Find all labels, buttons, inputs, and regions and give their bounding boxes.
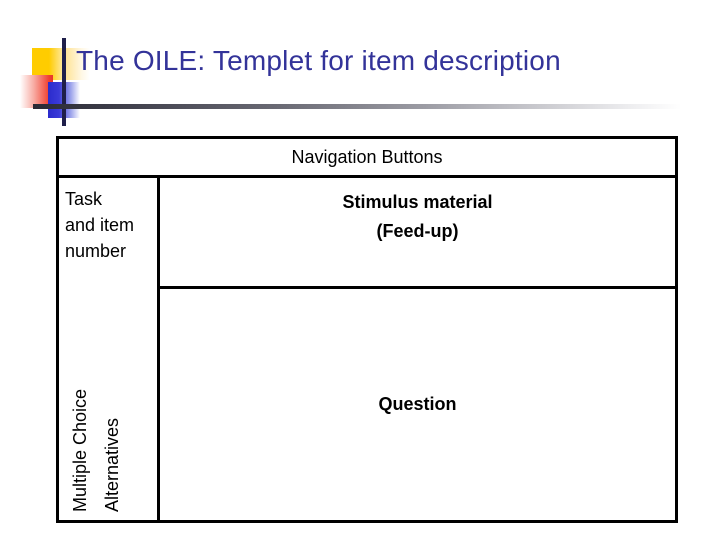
multiple-choice-vertical-label: Multiple Choice bbox=[70, 388, 90, 512]
table-row-navigation-buttons: Navigation Buttons bbox=[59, 139, 675, 178]
question-label: Question bbox=[378, 394, 457, 414]
task-label-line-1: Task bbox=[65, 189, 103, 209]
page-title: The OILE: Templet for item description bbox=[76, 45, 561, 76]
decoration-yellow-fade bbox=[63, 48, 90, 80]
decoration-yellow-square bbox=[32, 48, 63, 80]
navigation-buttons-label: Navigation Buttons bbox=[291, 146, 443, 167]
decoration-vertical-line bbox=[62, 38, 66, 126]
task-label-line-2: and item bbox=[65, 215, 135, 235]
decoration-horizontal-rule bbox=[33, 104, 681, 109]
table-left-column: Task and item number Multiple Choice Alt… bbox=[59, 178, 160, 520]
templet-table: Navigation Buttons Task and item number … bbox=[56, 136, 678, 523]
rotated-labels-group: Multiple Choice Alternatives bbox=[59, 270, 157, 520]
decoration-red-square bbox=[20, 75, 53, 108]
question-cell: Question bbox=[160, 289, 675, 520]
table-right-column: Stimulus material (Feed-up) Question bbox=[160, 178, 675, 520]
stimulus-material-cell: Stimulus material (Feed-up) bbox=[160, 178, 675, 289]
task-and-item-number-label: Task and item number bbox=[65, 186, 157, 264]
decoration-blue-fade bbox=[80, 82, 106, 118]
task-label-line-3: number bbox=[65, 241, 127, 261]
alternatives-vertical-label: Alternatives bbox=[102, 417, 122, 512]
feed-up-label: (Feed-up) bbox=[376, 221, 459, 241]
stimulus-material-label: Stimulus material bbox=[342, 192, 493, 212]
